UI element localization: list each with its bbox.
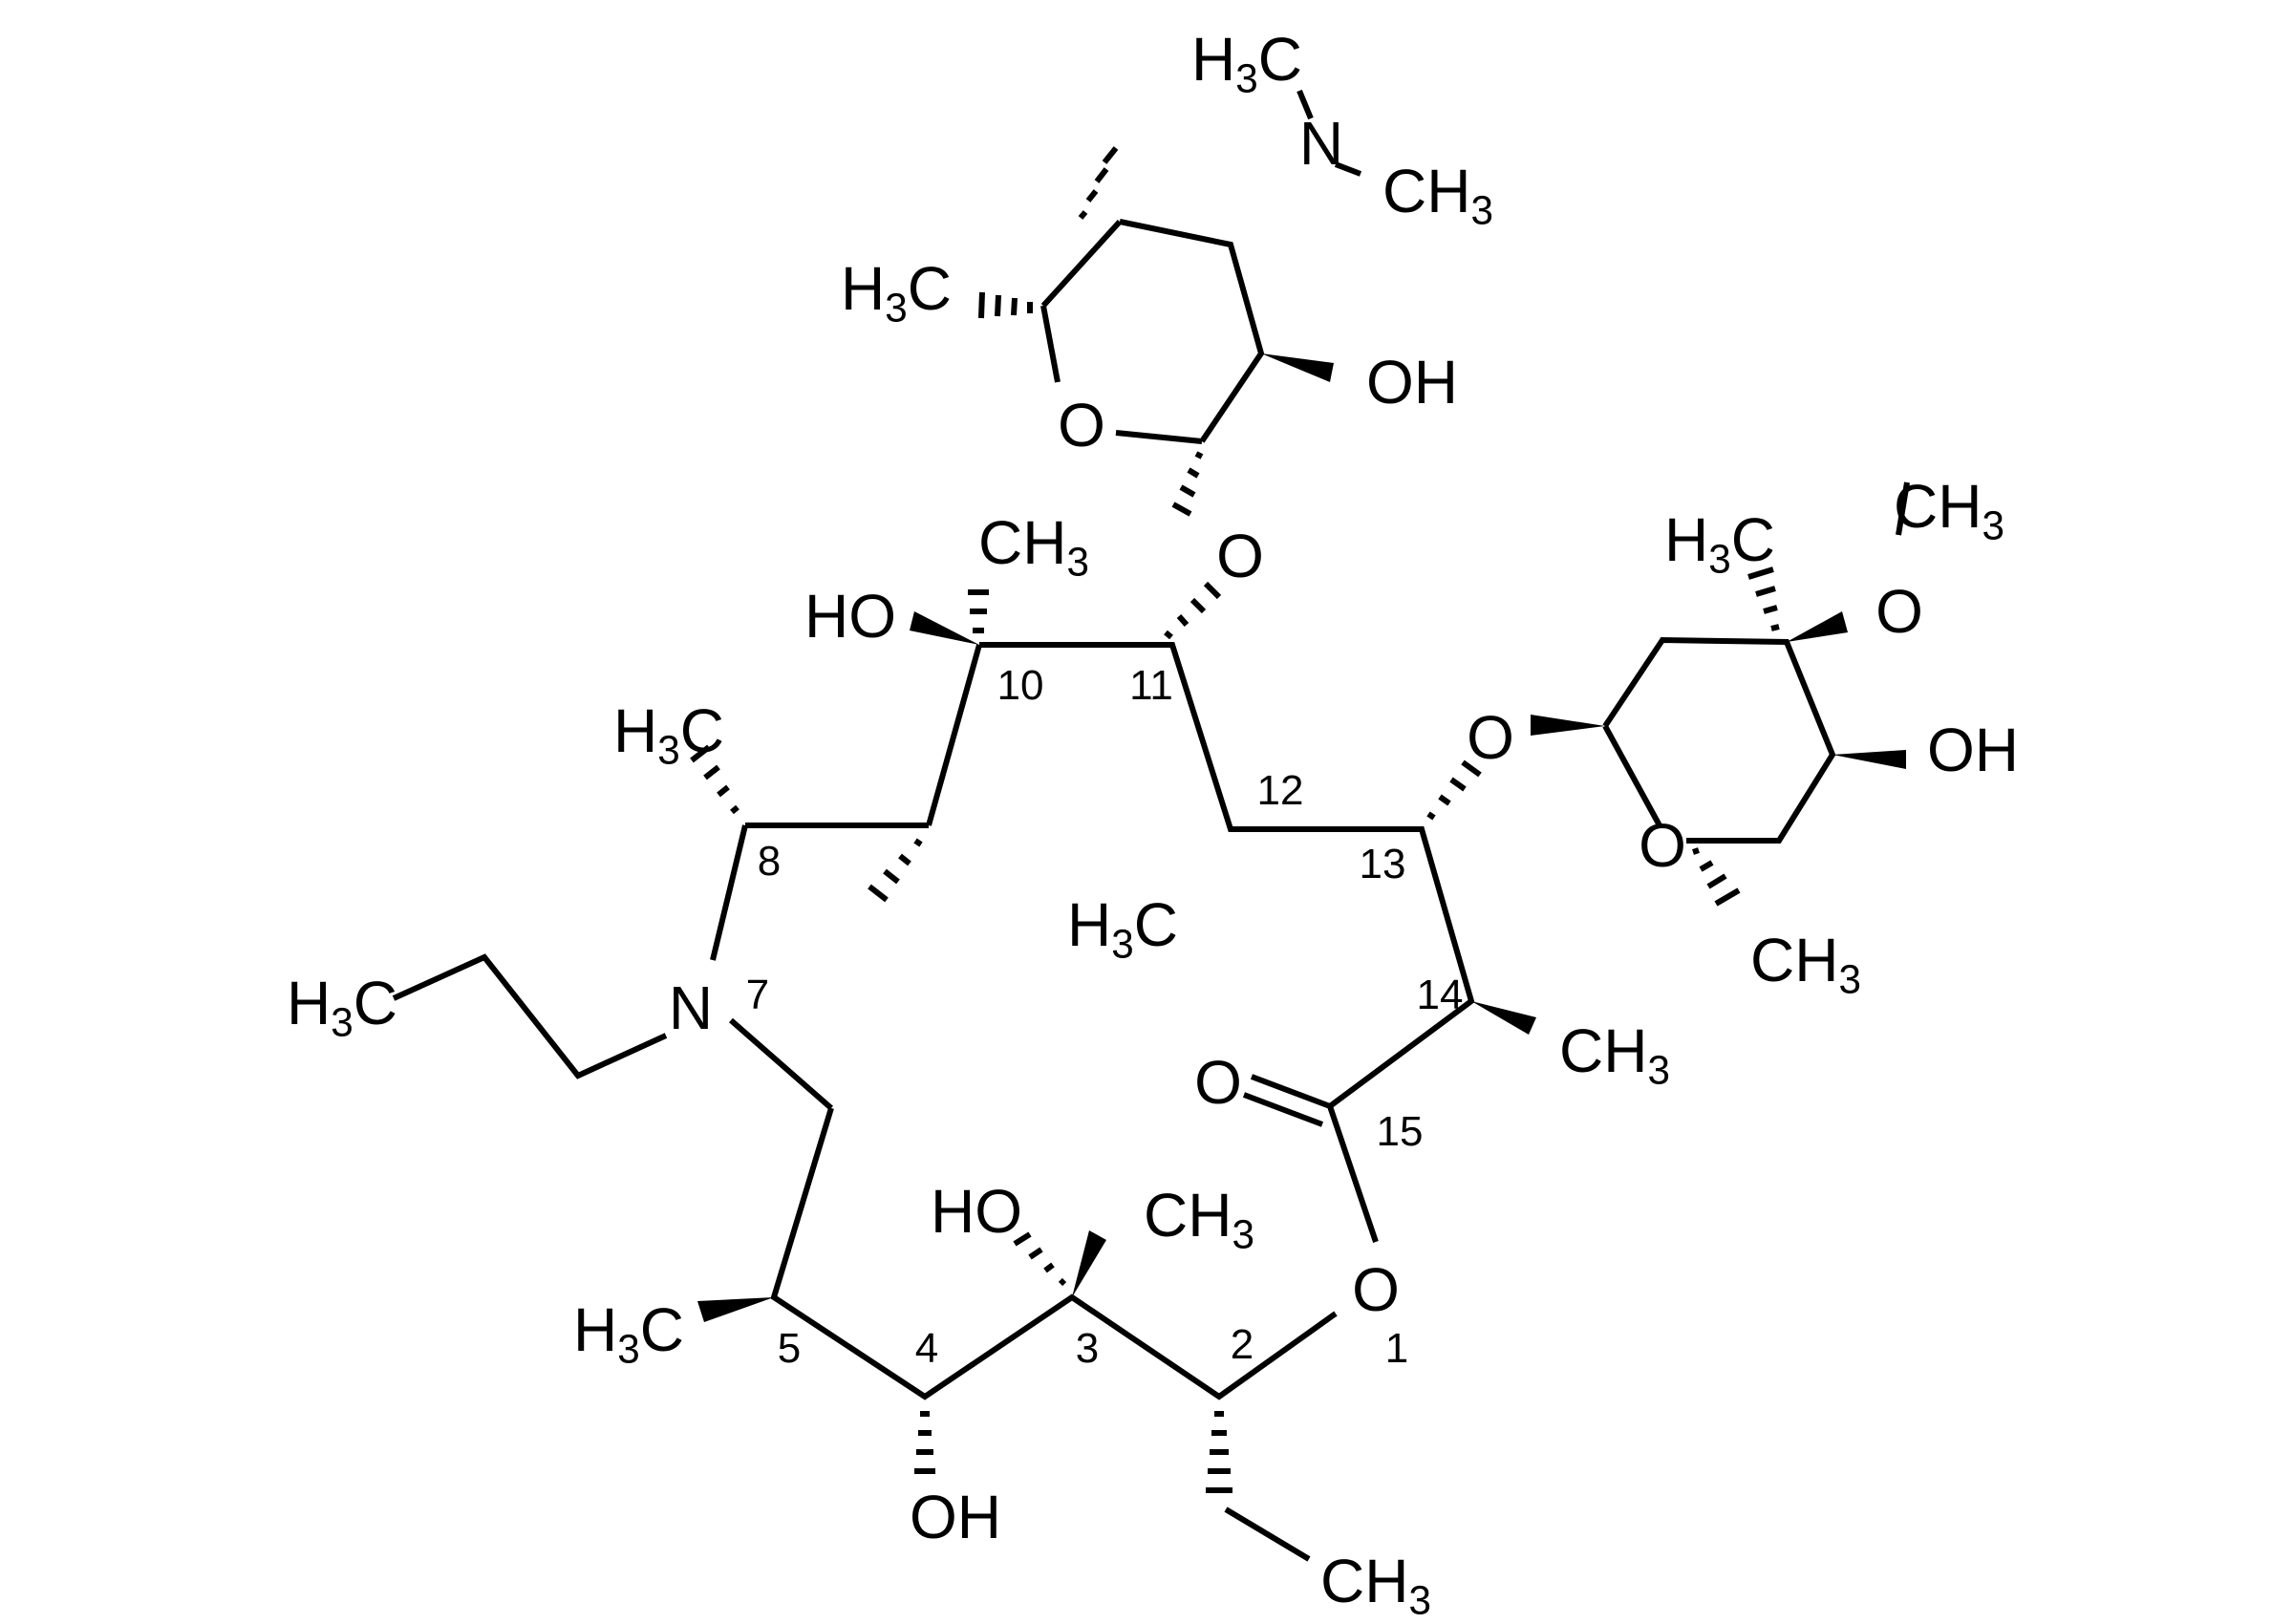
position-number-8: 8: [757, 838, 782, 885]
position-number-13: 13: [1359, 841, 1406, 887]
c4-hydroxyl-label: OH: [910, 1483, 1001, 1551]
position-number-10: 10: [996, 662, 1044, 709]
nme2-right-methyl-label: CH3: [1382, 157, 1493, 233]
c12-methyl-label: H3C: [1067, 890, 1178, 967]
position-number-1: 1: [1384, 1325, 1409, 1372]
methoxy-oxygen-label: O: [1875, 577, 1923, 646]
ring-nitrogen-label: N: [668, 973, 714, 1042]
glycosidic-oxygen-c11-label: O: [1216, 522, 1264, 590]
ethyl-methyl-label: CH3: [1320, 1547, 1431, 1623]
desosamine-ring-oxygen-label: O: [1058, 391, 1105, 459]
position-number-12: 12: [1256, 767, 1304, 814]
position-number-15: 15: [1376, 1108, 1424, 1155]
carbonyl-oxygen-label: O: [1194, 1048, 1242, 1117]
position-number-7: 7: [745, 972, 770, 1018]
desosamine-methyl-label: H3C: [841, 254, 952, 331]
desosamine-hydroxyl-label: OH: [1366, 348, 1458, 417]
dimethylamino-nitrogen-label: N: [1298, 109, 1344, 178]
c13-oxygen-label: O: [1467, 703, 1514, 772]
c8-methyl-label: H3C: [613, 696, 724, 773]
c3-methyl-label: CH3: [1144, 1181, 1254, 1257]
position-number-4: 4: [914, 1325, 939, 1372]
position-number-5: 5: [777, 1325, 802, 1372]
cladinose-ring-oxygen-label: O: [1639, 811, 1686, 880]
position-number-14: 14: [1416, 972, 1464, 1018]
lactone-oxygen-label: O: [1352, 1255, 1400, 1324]
cladinose-methyl-label: H3C: [1664, 505, 1775, 582]
nme2-top-methyl-label: H3C: [1191, 25, 1302, 101]
methoxy-methyl-label: CH3: [1894, 472, 2004, 548]
cladinose-hydroxyl-label: OH: [1927, 716, 2019, 784]
cladinose-ch3-label: CH3: [1750, 926, 1861, 1002]
c10-methyl-label: CH3: [978, 508, 1089, 585]
position-number-11: 11: [1129, 662, 1173, 709]
c10-hydroxyl-label: HO: [804, 582, 896, 651]
c5-methyl-label: H3C: [573, 1295, 684, 1372]
position-number-3: 3: [1075, 1325, 1100, 1372]
c3-hydroxyl-label: HO: [931, 1177, 1022, 1246]
position-number-2: 2: [1230, 1321, 1254, 1368]
propyl-methyl-label: H3C: [287, 969, 397, 1045]
c14-methyl-label: CH3: [1559, 1016, 1670, 1093]
